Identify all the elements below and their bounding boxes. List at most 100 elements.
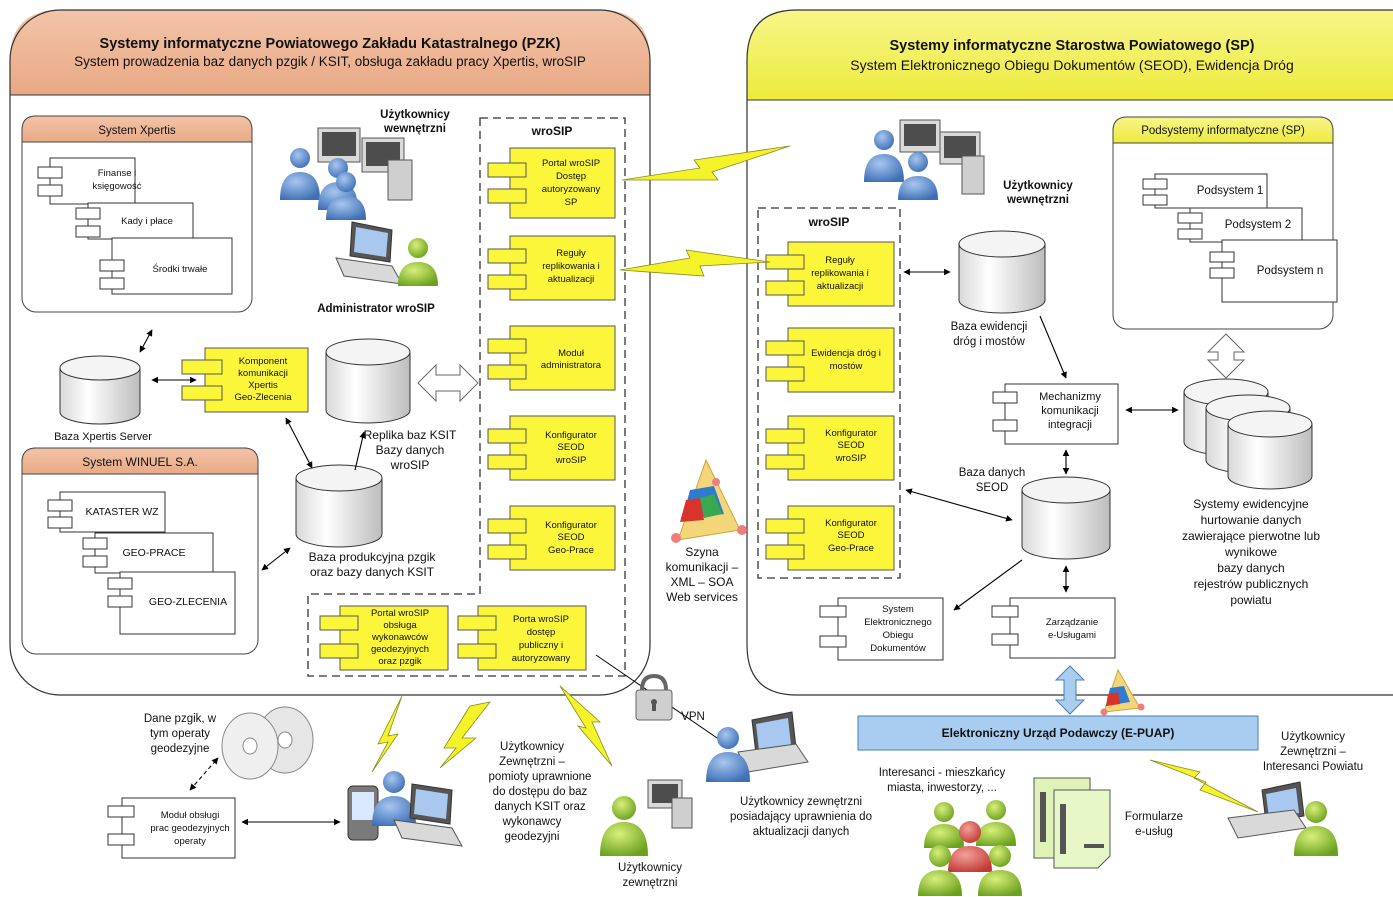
svg-text:Użytkownicy: Użytkownicy	[380, 109, 450, 121]
padlock-icon	[635, 673, 673, 721]
external-users-text: Użytkownicy Zewnętrzni – pomioty uprawni…	[489, 741, 592, 843]
pzk-portal-geo: Portal wroSIP obsługa wykonawców geodezy…	[319, 605, 449, 671]
seod-db-label: Baza danych	[959, 467, 1026, 479]
svg-text:Interesanci - mieszkańcy: Interesanci - mieszkańcy	[879, 767, 1006, 779]
svg-text:oraz bazy danych KSIT: oraz bazy danych KSIT	[310, 565, 435, 579]
sp-replication-rules: Reguły replikowania i aktualizacji	[765, 241, 895, 307]
svg-text:Szyna: Szyna	[685, 545, 719, 559]
svg-text:Web services: Web services	[666, 590, 738, 604]
eforms: Formularze e-usług	[1033, 777, 1183, 869]
svg-text:komunikacji: komunikacji	[238, 368, 288, 379]
svg-text:SEOD: SEOD	[838, 530, 865, 541]
lightning-icon	[371, 695, 403, 773]
svg-text:replikowania i: replikowania i	[811, 268, 869, 279]
pzk-replication-rules: Reguły replikowania i aktualizacji	[487, 235, 616, 301]
laptop-icon	[393, 783, 463, 847]
svg-text:danych KSIT oraz: danych KSIT oraz	[494, 801, 585, 813]
svg-text:wroSIP: wroSIP	[835, 453, 867, 464]
vpn-users: VPN Użytkownicy zewnętrzni posiadający u…	[635, 673, 872, 838]
bus-prism-icon	[671, 458, 747, 543]
computer-icon	[647, 779, 693, 829]
admin-wrosip: Administrator wroSIP	[317, 221, 438, 315]
svg-text:tym operaty: tym operaty	[150, 728, 210, 740]
svg-text:wykonawcy: wykonawcy	[502, 816, 562, 828]
person-icon	[372, 771, 416, 826]
svg-text:XML – SOA: XML – SOA	[671, 575, 734, 589]
svg-text:SEOD: SEOD	[558, 532, 585, 543]
svg-text:Porta wroSIP: Porta wroSIP	[513, 614, 569, 625]
svg-text:Dane pzgik, w: Dane pzgik, w	[144, 713, 217, 725]
svg-text:obsługa: obsługa	[383, 620, 417, 631]
svg-text:Formularze: Formularze	[1125, 811, 1183, 823]
forms-icon	[1033, 777, 1111, 869]
svg-text:Użytkownicy: Użytkownicy	[500, 741, 564, 753]
svg-text:geodezyjnych: geodezyjnych	[371, 644, 429, 655]
xpertis-system: System Xpertis Finanse i księgowość Kady…	[21, 115, 253, 313]
svg-text:Baza Xpertis Server: Baza Xpertis Server	[54, 431, 152, 443]
svg-text:Użytkownicy: Użytkownicy	[618, 862, 682, 874]
sp-seod-config: Konfigurator SEOD wroSIP	[765, 415, 895, 481]
sp-title: Systemy informatyczne Starostwa Powiatow…	[889, 38, 1254, 54]
pzk-internal-users: Użytkownicy wewnętrzni	[280, 109, 450, 220]
cd-icon	[221, 706, 314, 780]
module-payroll: Kady i płace	[75, 202, 194, 240]
module-geo-zlecenia: GEO-ZLECENIA	[107, 571, 236, 635]
epuap-label: Elektroniczny Urząd Podawczy (E-PUAP)	[942, 726, 1175, 740]
xpertis-database: Baza Xpertis Server	[54, 355, 152, 443]
pzk-title: Systemy informatyczne Powiatowego Zakład…	[100, 36, 561, 52]
svg-text:Konfigurator: Konfigurator	[545, 520, 597, 531]
field-devices	[347, 771, 463, 847]
pzk-admin-module: Moduł administratora	[487, 325, 616, 391]
pzk-wrosip: wroSIP	[307, 117, 626, 677]
svg-text:powiatu: powiatu	[1230, 593, 1271, 607]
svg-text:e-Usługami: e-Usługami	[1048, 630, 1096, 641]
svg-text:wynikowe: wynikowe	[1224, 545, 1277, 559]
lightning-icon	[559, 685, 613, 767]
pzk-seod-config: Konfigurator SEOD wroSIP	[487, 415, 616, 481]
svg-text:prac geodezyjnych: prac geodezyjnych	[150, 823, 229, 834]
svg-text:aktualizacji: aktualizacji	[548, 274, 594, 285]
epuap: Elektroniczny Urząd Podawczy (E-PUAP)	[857, 665, 1259, 751]
registers-databases: Systemy ewidencyjne hurtowanie danych za…	[1182, 378, 1320, 607]
lightning-icon	[621, 145, 791, 181]
svg-text:rejestrów publicznych: rejestrów publicznych	[1194, 577, 1309, 591]
svg-text:dróg i mostów: dróg i mostów	[953, 336, 1025, 348]
xpertis-title: System Xpertis	[98, 125, 176, 137]
svg-text:Replika baz KSIT: Replika baz KSIT	[364, 428, 457, 442]
sp-roads-registry: Ewidencja dróg i mostów	[765, 327, 895, 393]
pzk-panel: Systemy informatyczne Powiatowego Zakład…	[9, 9, 651, 696]
svg-text:wewnętrzni: wewnętrzni	[1006, 194, 1069, 206]
svg-text:wykonawców: wykonawców	[371, 632, 428, 643]
lightning-icon	[1149, 759, 1259, 813]
svg-text:wroSIP: wroSIP	[555, 455, 587, 466]
svg-text:geodezyjni: geodezyjni	[505, 831, 560, 843]
svg-text:Dokumentów: Dokumentów	[870, 643, 926, 654]
bottom-lightning	[371, 685, 1259, 813]
sync-arrow	[417, 363, 479, 403]
person-icon	[398, 238, 438, 286]
eservices-management: Zarządzanie e-Usługami	[991, 597, 1116, 659]
person-icon	[600, 796, 648, 856]
svg-text:Portal wroSIP: Portal wroSIP	[542, 158, 600, 169]
svg-text:dostęp: dostęp	[527, 627, 556, 638]
winuel-title: System WINUEL S.A.	[82, 455, 198, 469]
svg-text:SEOD: SEOD	[838, 440, 865, 451]
svg-text:integracji: integracji	[1048, 419, 1092, 431]
svg-text:KATASTER WZ: KATASTER WZ	[85, 506, 159, 518]
soa-bus: Szyna komunikacji – XML – SOA Web servic…	[666, 458, 747, 604]
svg-text:Xpertis: Xpertis	[248, 380, 278, 391]
svg-text:aktualizacji danych: aktualizacji danych	[753, 826, 850, 838]
production-database: Baza produkcyjna pzgik oraz bazy danych …	[295, 464, 436, 579]
svg-text:Podsystemy informatyczne (SP): Podsystemy informatyczne (SP)	[1141, 125, 1305, 137]
svg-text:mostów: mostów	[830, 361, 863, 372]
computer-icon	[317, 127, 413, 201]
subsystems-sync-arrow	[1206, 333, 1246, 379]
svg-text:Kady i płace: Kady i płace	[121, 216, 173, 227]
external-users-workstation: Użytkownicy zewnętrzni	[600, 779, 693, 889]
svg-text:posiadający uprawnienia do: posiadający uprawnienia do	[730, 811, 872, 823]
svg-text:Geo-Prace: Geo-Prace	[548, 545, 594, 556]
svg-text:VPN: VPN	[681, 711, 705, 723]
winuel-system: System WINUEL S.A. KATASTER WZ GEO-PRACE…	[21, 447, 259, 655]
sp-subsystems: Podsystemy informatyczne (SP) Podsystem …	[1112, 116, 1338, 330]
